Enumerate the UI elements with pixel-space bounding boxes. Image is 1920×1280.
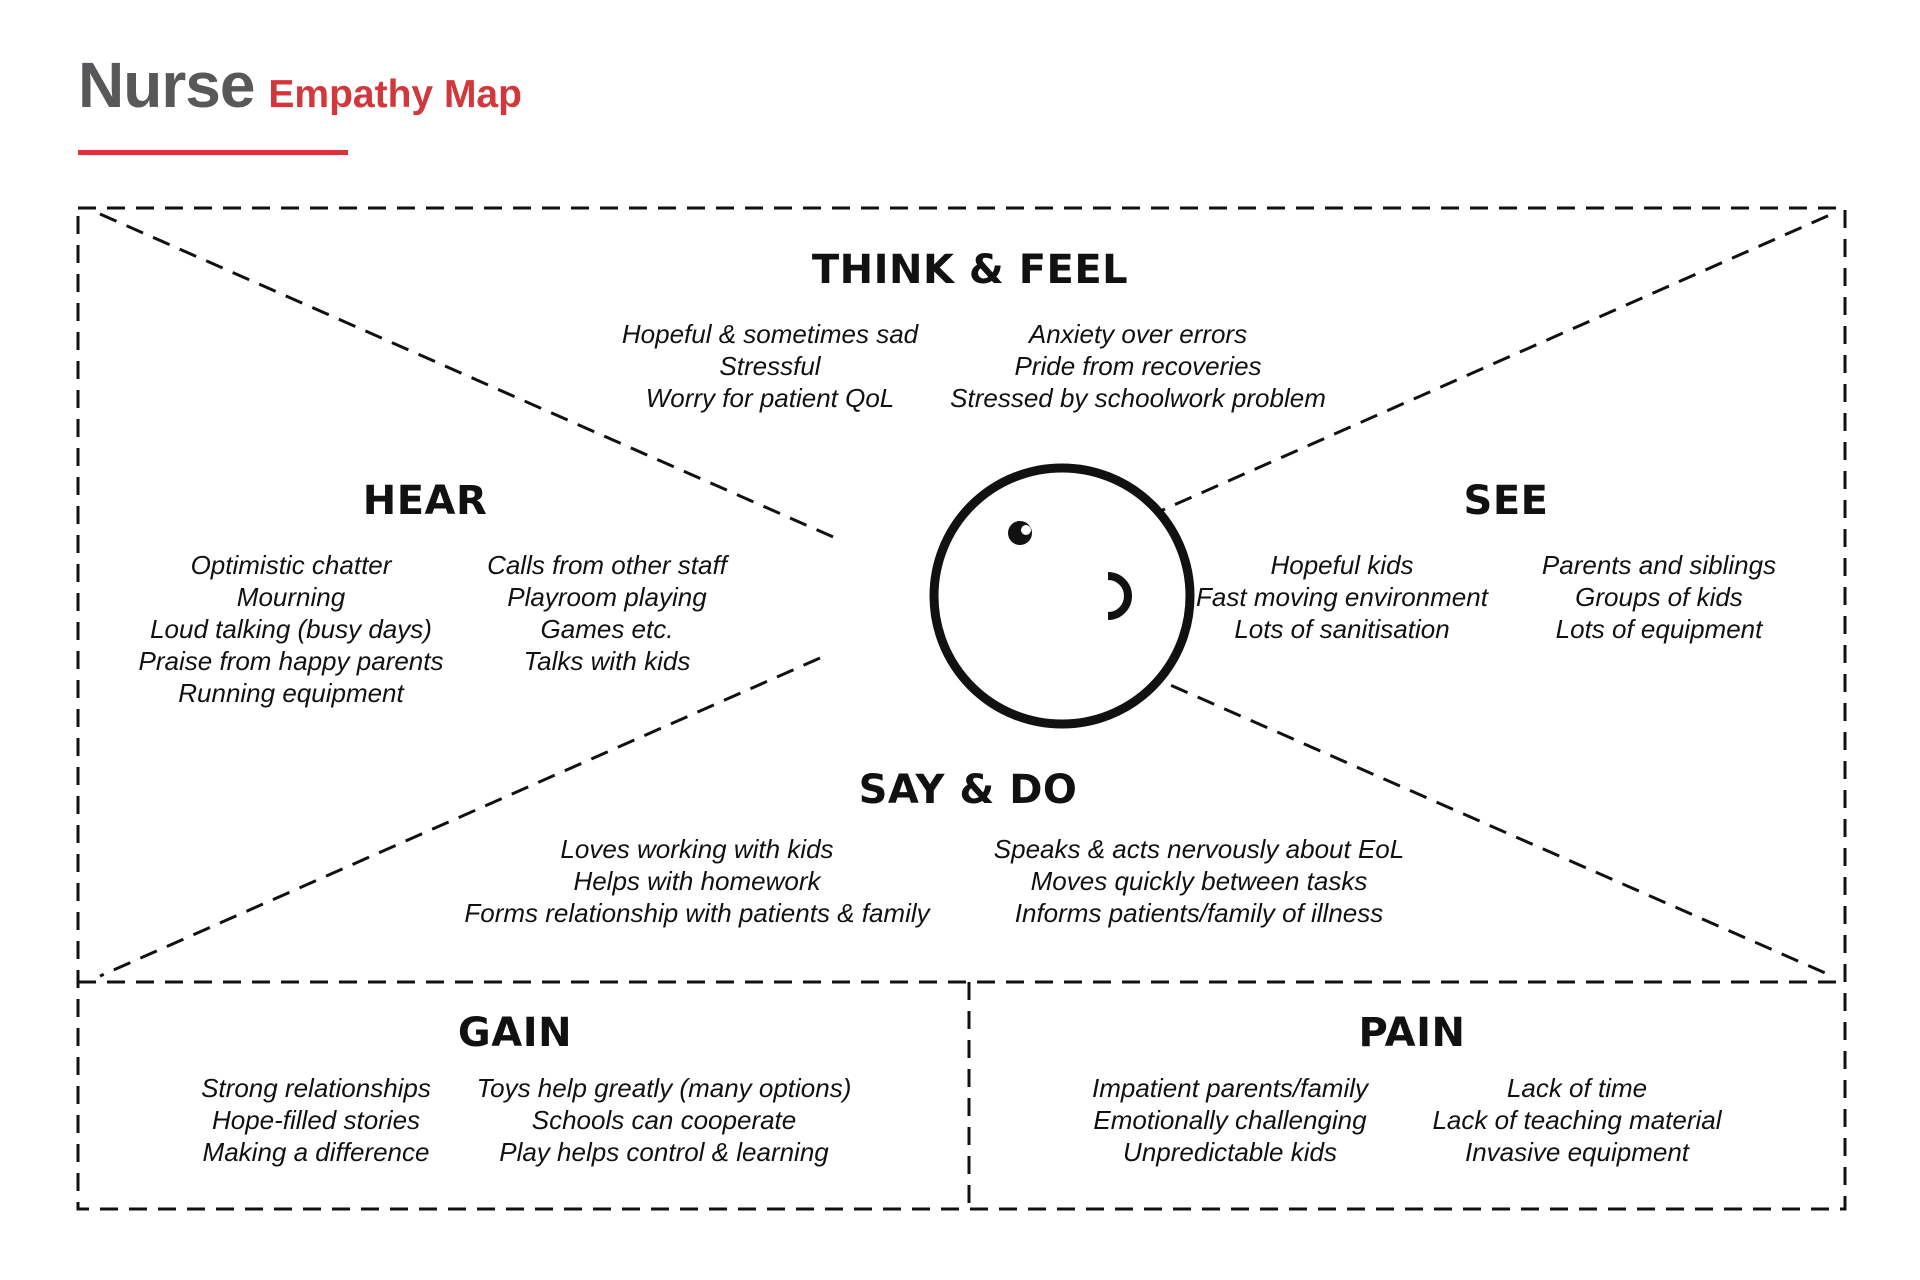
list-item: Hopeful kids [1270,550,1414,580]
head-circle [929,463,1195,729]
list-item: Anxiety over errors [1028,319,1248,349]
list-item: Calls from other staff [487,550,727,580]
list-item: Worry for patient QoL [645,383,895,413]
pain-left-list: Impatient parents/family Emotionally cha… [1092,1072,1368,1168]
hear-heading: HEAR [362,478,488,524]
hear-right-list: Calls from other staff Playroom playing … [487,549,727,677]
list-item: Informs patients/family of illness [1014,898,1384,928]
gain-left-list: Strong relationships Hope-filled stories… [201,1072,431,1168]
list-item: Parents and siblings [1541,550,1777,580]
list-item: Play helps control & learning [499,1137,829,1167]
list-item: Forms relationship with patients & famil… [464,898,930,928]
head-ear [1107,572,1132,620]
say-do-right-list: Speaks & acts nervously about EoL Moves … [994,833,1404,929]
list-item: Pride from recoveries [1014,351,1262,381]
list-item: Strong relationships [201,1073,431,1103]
list-item: Groups of kids [1575,582,1743,612]
list-item: Lack of teaching material [1432,1105,1722,1135]
list-item: Schools can cooperate [531,1105,797,1135]
think-feel-left-list: Hopeful & sometimes sad Stressful Worry … [622,318,918,414]
list-item: Moves quickly between tasks [1030,866,1368,896]
list-item: Invasive equipment [1464,1137,1690,1167]
list-item: Lots of sanitisation [1234,614,1450,644]
list-item: Impatient parents/family [1091,1073,1369,1103]
list-item: Helps with homework [573,866,821,896]
list-item: Playroom playing [507,582,707,612]
say-do-heading: SAY & DO [858,767,1078,813]
list-item: Stressed by schoolwork problem [950,383,1326,413]
list-item: Fast moving environment [1196,582,1488,612]
list-item: Lots of equipment [1555,614,1763,644]
list-item: Emotionally challenging [1093,1105,1367,1135]
say-do-left-list: Loves working with kids Helps with homew… [464,833,929,929]
see-left-list: Hopeful kids Fast moving environment Lot… [1196,549,1488,645]
list-item: Praise from happy parents [138,646,444,676]
list-item: Unpredictable kids [1123,1137,1337,1167]
list-item: Stressful [719,351,821,381]
head-icon [929,463,1195,729]
list-item: Loves working with kids [560,834,834,864]
diagonal-top-left [99,212,841,542]
list-item: Loud talking (busy days) [150,614,432,644]
think-feel-heading: THINK & FEEL [811,247,1129,293]
title-subtitle: Empathy Map [268,73,522,116]
diagonal-bottom-right [1117,660,1833,978]
gain-right-list: Toys help greatly (many options) Schools… [477,1072,852,1168]
see-heading: SEE [1463,478,1549,524]
think-feel-right-list: Anxiety over errors Pride from recoverie… [950,318,1326,414]
diagonal-top-right [1121,212,1833,530]
list-item: Mourning [236,582,346,612]
list-item: Hope-filled stories [211,1105,421,1135]
pain-right-list: Lack of time Lack of teaching material I… [1432,1072,1721,1168]
list-item: Running equipment [178,678,404,708]
list-item: Speaks & acts nervously about EoL [993,834,1405,864]
outer-dashed-border [76,206,1847,1211]
list-item: Talks with kids [523,646,691,676]
gain-heading: GAIN [457,1010,573,1056]
list-item: Optimistic chatter [190,550,392,580]
diagonal-bottom-left [99,656,821,978]
list-item: Hopeful & sometimes sad [621,319,919,349]
page-title: Nurse Empathy Map [78,48,522,122]
list-item: Making a difference [202,1137,430,1167]
hear-left-list: Optimistic chatter Mourning Loud talking… [139,549,444,709]
title-underline [78,150,348,155]
list-item: Games etc. [540,614,674,644]
title-main: Nurse [78,49,255,121]
pain-heading: PAIN [1358,1010,1466,1056]
list-item: Toys help greatly (many options) [476,1073,852,1103]
see-right-list: Parents and siblings Groups of kids Lots… [1542,549,1776,645]
list-item: Lack of time [1506,1073,1648,1103]
